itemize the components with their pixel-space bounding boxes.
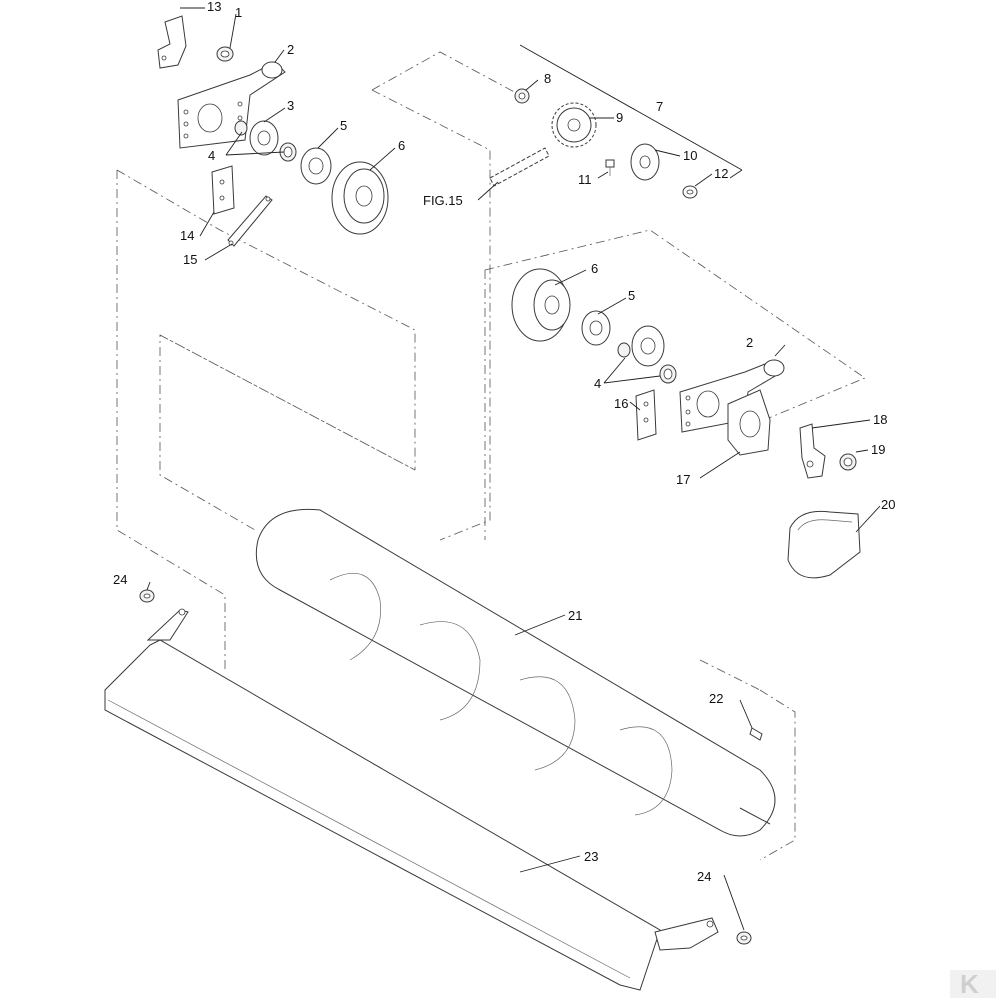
label-fig15: FIG.15 [423, 193, 463, 208]
label-6-upper: 6 [398, 138, 405, 153]
label-18: 18 [873, 412, 887, 427]
label-20: 20 [881, 497, 895, 512]
label-24-left: 24 [113, 572, 127, 587]
leader-lines [146, 13, 881, 931]
label-13: 13 [207, 0, 221, 14]
label-1: 1 [235, 5, 242, 20]
part-2-lower-plate [679, 359, 785, 433]
callout-labels: 13 1 2 3 4 5 6 8 7 9 10 11 12 FIG.15 14 … [113, 0, 895, 884]
label-17: 17 [676, 472, 690, 487]
part-20-guard [787, 510, 861, 579]
label-10: 10 [683, 148, 697, 163]
fig-15-chain [489, 147, 550, 187]
label-6-lower: 6 [591, 261, 598, 276]
part-16-plate [635, 389, 657, 441]
part-22-pin [749, 727, 763, 741]
label-2-upper: 2 [287, 42, 294, 57]
label-3: 3 [287, 98, 294, 113]
label-21: 21 [568, 608, 582, 623]
label-23: 23 [584, 849, 598, 864]
label-15: 15 [183, 252, 197, 267]
label-14: 14 [180, 228, 194, 243]
label-2-lower: 2 [746, 335, 753, 350]
label-19: 19 [871, 442, 885, 457]
label-11: 11 [578, 172, 592, 187]
label-12: 12 [714, 166, 728, 181]
part-12-washer [682, 185, 698, 199]
watermark-logo: K [950, 969, 996, 999]
part-4-upper-bearings [234, 120, 297, 162]
label-4-upper: 4 [208, 148, 215, 163]
part-17-cover-plate [727, 389, 771, 456]
part-19-bushing [839, 453, 857, 471]
part-8-bushing [514, 88, 530, 104]
part-7-drive-group [519, 44, 743, 179]
label-7: 7 [656, 99, 663, 114]
part-3-flange [249, 120, 279, 156]
label-24-right: 24 [697, 869, 711, 884]
part-5-lower-flange [581, 310, 611, 346]
label-5-upper: 5 [340, 118, 347, 133]
label-16: 16 [614, 396, 628, 411]
part-1-bushing [216, 46, 234, 62]
part-2-upper-plate [177, 61, 286, 149]
part-6-lower-pulley [511, 268, 571, 342]
label-8: 8 [544, 71, 551, 86]
part-10-hub [630, 143, 660, 181]
label-5-lower: 5 [628, 288, 635, 303]
part-18-bracket [799, 423, 826, 479]
part-9-sprocket [551, 102, 597, 148]
construction-lines [116, 51, 866, 861]
part-5-upper-flange [300, 147, 332, 185]
label-22: 22 [709, 691, 723, 706]
part-11-bolt [605, 159, 615, 176]
part-13-bracket [157, 7, 205, 69]
part-14-plate [211, 165, 235, 215]
part-6-upper-pulley [331, 161, 389, 235]
logo-glyph: K [960, 969, 979, 999]
part-21-auger [255, 508, 776, 837]
label-4-lower: 4 [594, 376, 601, 391]
part-15-link [227, 195, 273, 247]
part-23-frame-bar [104, 608, 719, 991]
label-9: 9 [616, 110, 623, 125]
part-4-lower-bearings [617, 325, 677, 384]
